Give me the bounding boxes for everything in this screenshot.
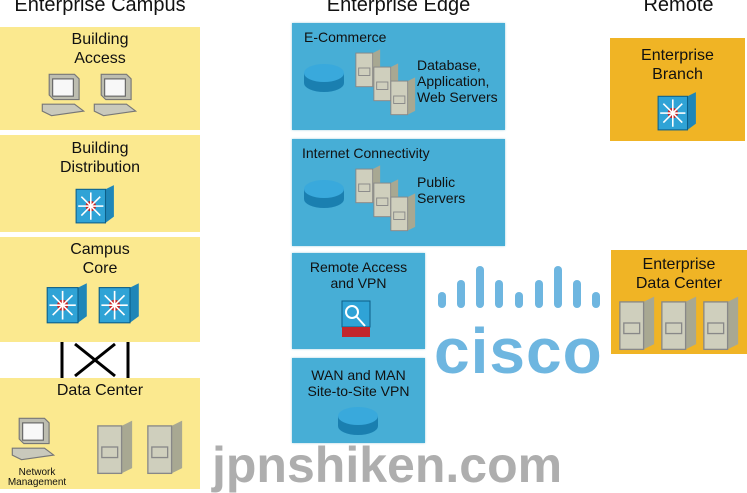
vpn-concentrator-icon: [341, 300, 371, 337]
cisco-logo-bars-watermark: [438, 266, 600, 308]
wan-man-label: WAN and MAN Site-to-Site VPN: [307, 367, 410, 399]
public-servers-label: Public Servers: [417, 174, 466, 206]
edge-header: Enterprise Edge: [326, 0, 471, 16]
router-icon: [302, 63, 346, 93]
network-management-label: Network Management: [7, 467, 67, 488]
internet-connectivity-block: Internet Connectivity Public Servers: [292, 139, 505, 246]
server-icon: [145, 418, 185, 476]
enterprise-branch-label: Enterprise Branch: [641, 47, 714, 83]
multilayer-switch-icon: [97, 281, 141, 325]
cisco-logo-watermark: cisco: [434, 315, 603, 387]
ecommerce-servers-label: Database, Application, Web Servers: [417, 57, 498, 105]
multilayer-switch-icon: [45, 281, 89, 325]
data-center-label: Data Center: [56, 382, 144, 399]
campus-core-label: Campus Core: [70, 241, 130, 277]
server-icon: [389, 191, 417, 233]
remote-access-vpn-label: Remote Access and VPN: [309, 259, 408, 291]
network-management-workstation-icon: [10, 416, 56, 462]
router-icon: [302, 179, 346, 209]
data-center-block: Data Center Network Management: [0, 378, 200, 489]
campus-header: Enterprise Campus: [14, 0, 186, 16]
server-icon: [95, 418, 135, 476]
internet-connectivity-title: Internet Connectivity: [302, 145, 430, 161]
building-access-label: Building Access: [71, 31, 129, 67]
server-icon: [701, 294, 741, 352]
workstation-icon: [40, 72, 86, 118]
core-datacenter-links: [60, 342, 130, 378]
workstation-icon: [92, 72, 138, 118]
site-watermark: jpnshiken.com: [212, 437, 563, 493]
enterprise-data-center-label: Enterprise Data Center: [635, 256, 723, 292]
building-access-block: Building Access: [0, 27, 200, 130]
wan-man-block: WAN and MAN Site-to-Site VPN: [292, 358, 425, 443]
enterprise-branch-block: Enterprise Branch: [610, 38, 745, 141]
server-icon: [389, 75, 417, 117]
router-icon: [336, 406, 380, 436]
remote-header: Remote: [643, 0, 714, 16]
building-distribution-label: Building Distribution: [59, 140, 141, 176]
building-distribution-block: Building Distribution: [0, 135, 200, 232]
multilayer-switch-icon: [74, 183, 116, 225]
remote-access-vpn-block: Remote Access and VPN: [292, 253, 425, 349]
campus-core-block: Campus Core: [0, 237, 200, 342]
server-icon: [659, 294, 699, 352]
ecommerce-block: E-Commerce Database, Application, Web Se…: [292, 23, 505, 130]
enterprise-data-center-block: Enterprise Data Center: [611, 250, 747, 354]
server-icon: [617, 294, 657, 352]
ecommerce-title: E-Commerce: [304, 29, 387, 45]
multilayer-switch-icon: [656, 88, 698, 134]
